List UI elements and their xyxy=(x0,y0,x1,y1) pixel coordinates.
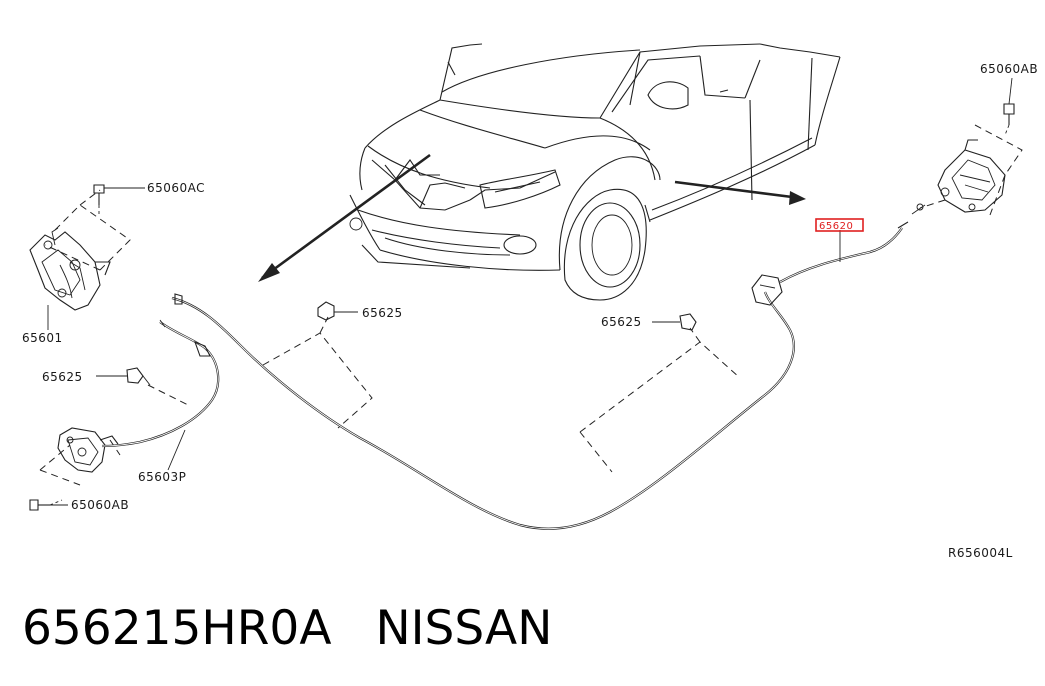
footer-caption: 656215HR0A NISSAN xyxy=(22,598,1022,668)
parts-diagram: 65060AC 65601 65625 65625 65625 65603P 6… xyxy=(22,43,1038,560)
clip-guides xyxy=(262,316,741,473)
secondary-cable xyxy=(101,319,220,448)
clip-center xyxy=(317,301,335,321)
label-hood-lock: 65601 xyxy=(22,331,63,345)
brand-name: NISSAN xyxy=(375,601,553,656)
arrows xyxy=(258,153,806,282)
label-bolt-upper: 65060AB xyxy=(980,62,1038,76)
release-lever-assembly xyxy=(919,103,1023,216)
leader-lines xyxy=(47,77,1013,506)
part-number: 656215HR0A xyxy=(22,601,332,656)
reference-code: R656004L xyxy=(948,546,1013,560)
label-clip-right: 65625 xyxy=(601,315,642,329)
secondary-latch-assembly xyxy=(29,427,121,511)
clip-right xyxy=(679,313,697,331)
label-clip-left: 65625 xyxy=(42,370,83,384)
highlight-box xyxy=(815,218,864,232)
vehicle-front-outline xyxy=(349,43,841,301)
label-secondary-cable: 65603P xyxy=(138,470,186,484)
label-hood-lock-bolt: 65060AC xyxy=(147,181,205,195)
label-clip-center: 65625 xyxy=(362,306,403,320)
hood-lock-assembly xyxy=(29,184,131,311)
clip-left xyxy=(126,367,189,406)
label-bolt-lower: 65060AB xyxy=(71,498,129,512)
main-release-cable xyxy=(171,203,926,530)
label-release-cable: 65620 xyxy=(819,221,853,232)
